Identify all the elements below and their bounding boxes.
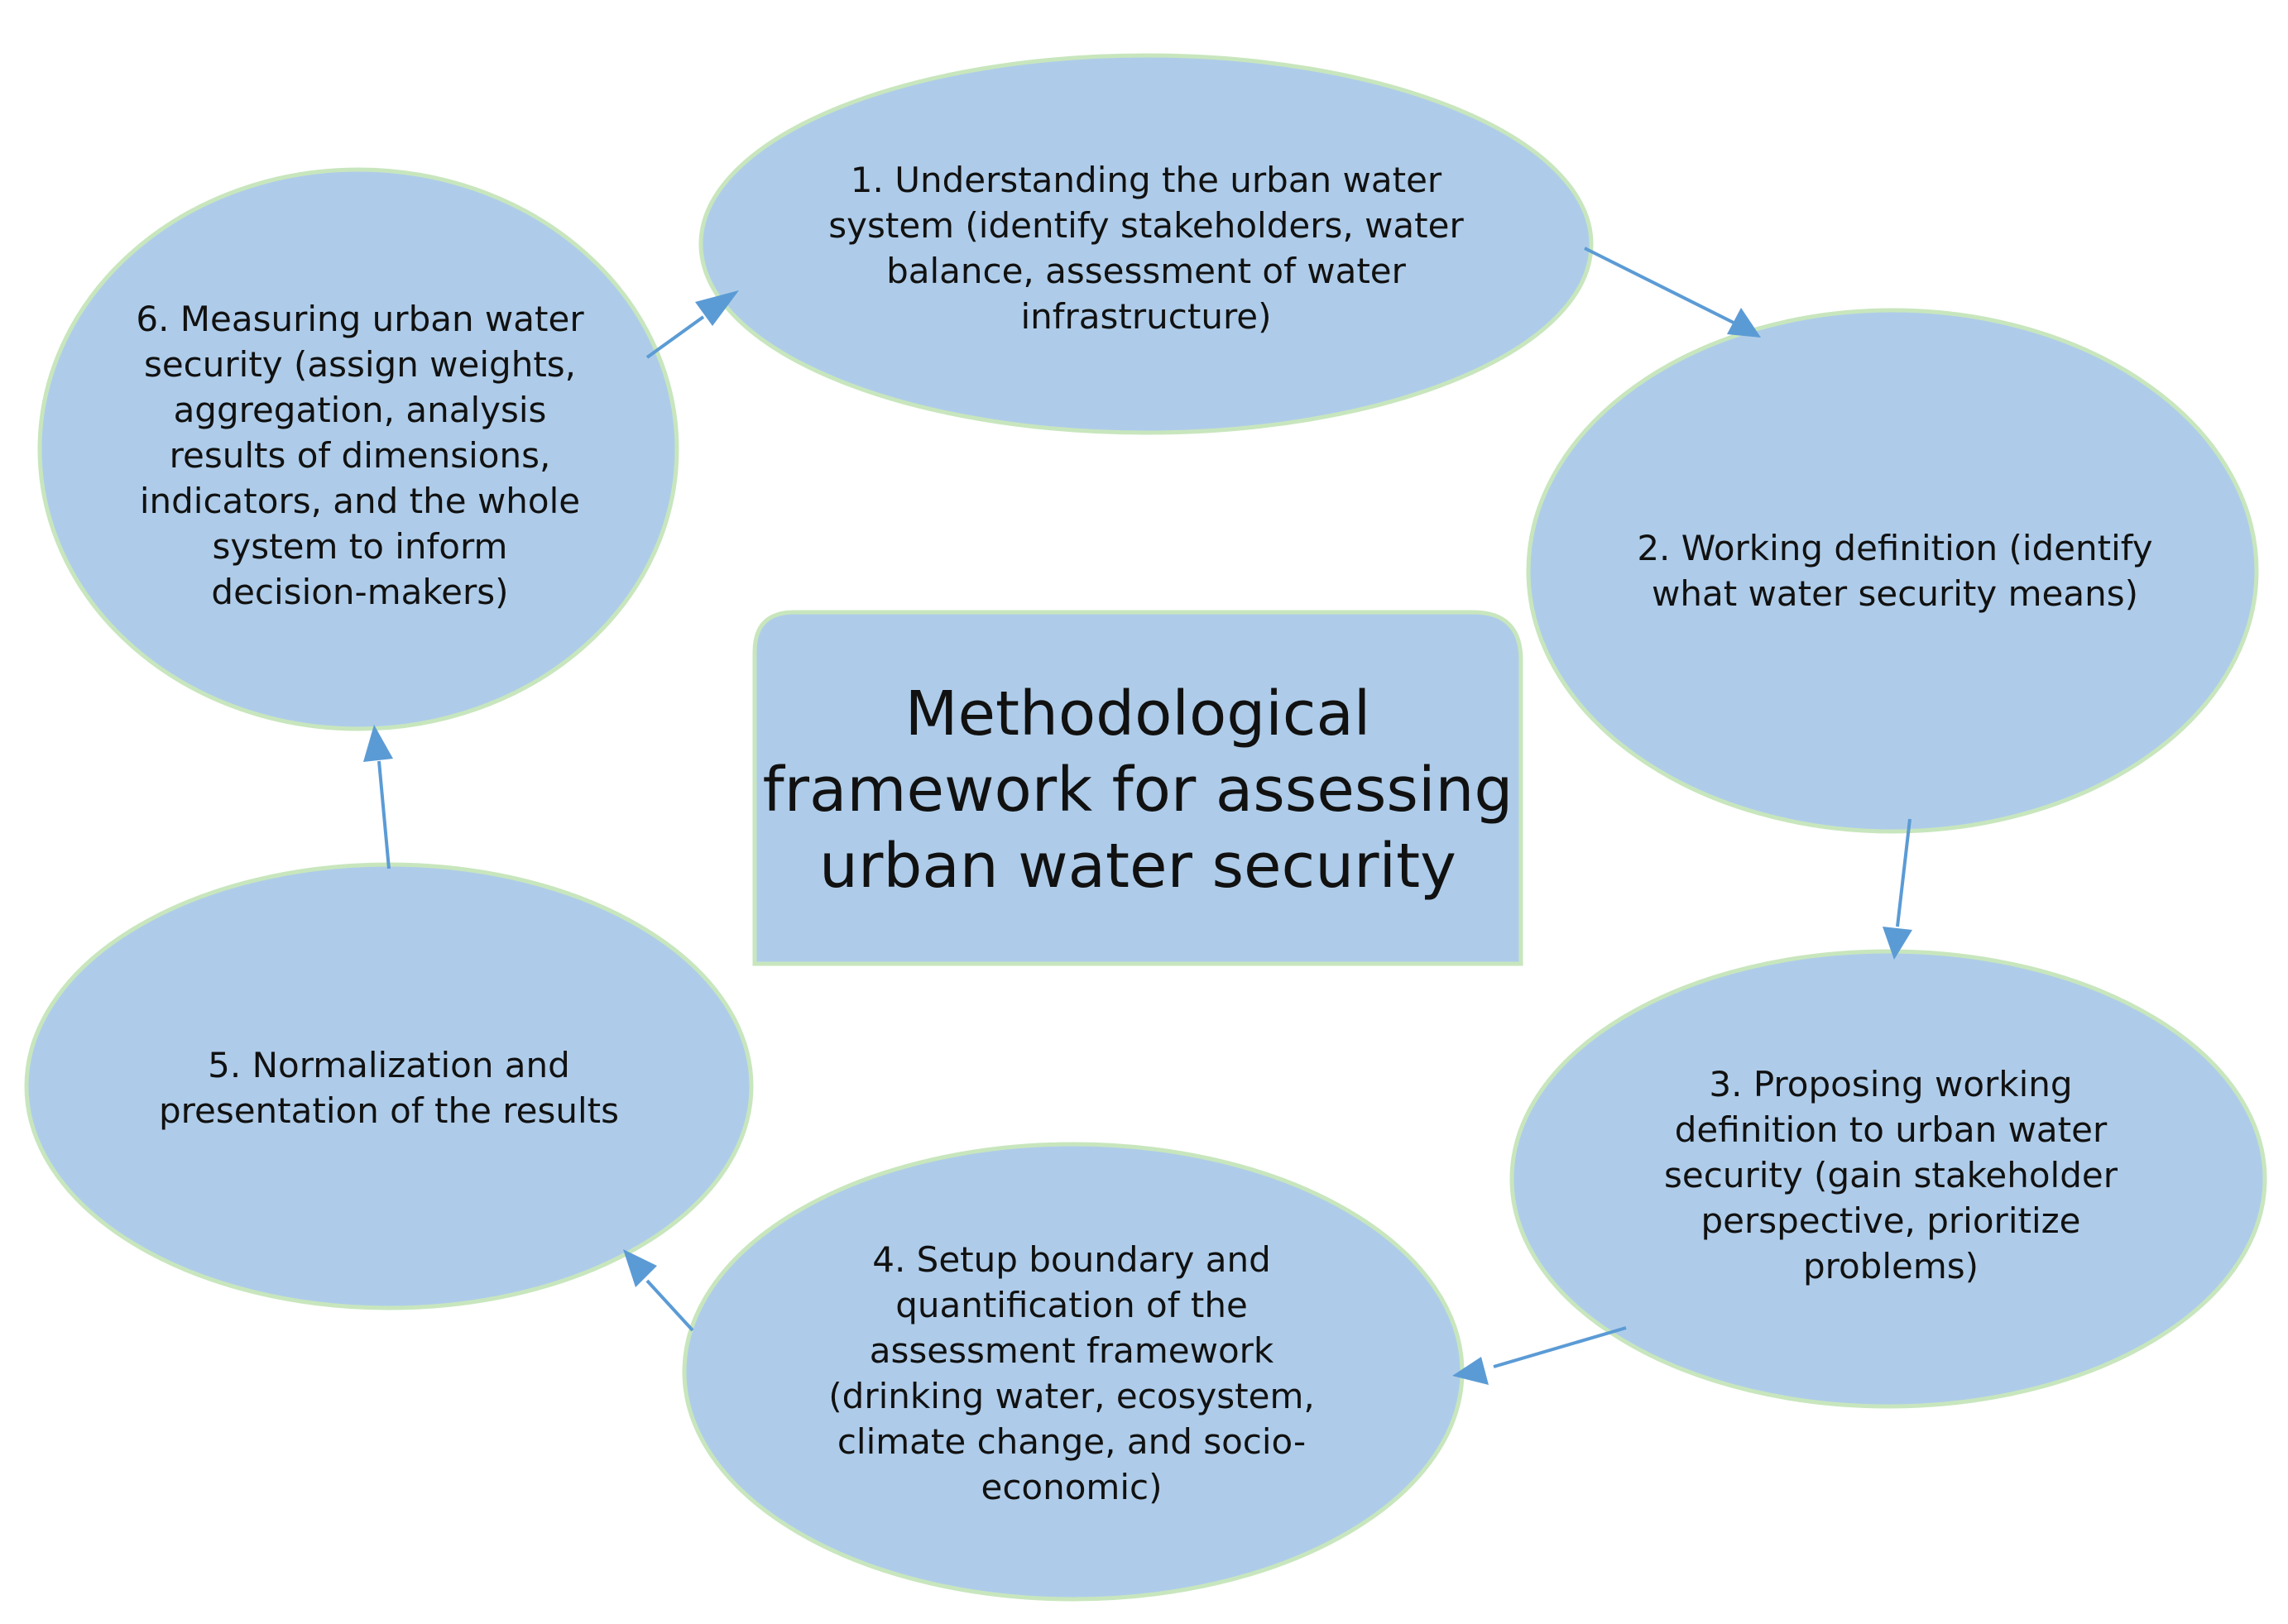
step-3-ellipse [1509, 949, 2267, 1409]
step-6-ellipse [37, 167, 679, 731]
step-1-label: 1. Understanding the urban water system … [828, 160, 1464, 337]
arrow-5-to-6-head [363, 725, 393, 762]
step-4-label: 4. Setup boundary and quantification of … [828, 1239, 1315, 1507]
center-title: Methodological framework for assessing u… [762, 678, 1513, 902]
arrow-3-to-4-head [1452, 1357, 1489, 1385]
arrow-1-to-2-head [1727, 308, 1761, 338]
step-1-ellipse [698, 53, 1594, 435]
arrow-4-to-5-head [623, 1249, 657, 1287]
step-2-ellipse [1526, 308, 2259, 834]
arrow-6-to-1 [645, 315, 705, 359]
arrow-3-to-4 [1493, 1326, 1627, 1368]
arrow-4-to-5 [645, 1279, 694, 1332]
arrow-2-to-3-head [1883, 927, 1912, 960]
arrow-6-to-1-head [695, 290, 739, 326]
step-5-label: 5. Normalization and presentation of the… [158, 1045, 619, 1131]
arrow-5-to-6 [377, 760, 391, 869]
arrow-2-to-3 [1896, 818, 1911, 927]
step-3-label: 3. Proposing working definition to urban… [1664, 1063, 2118, 1286]
arrow-1-to-2 [1584, 247, 1734, 324]
step-2-label: 2. Working definition (identify what wat… [1637, 528, 2153, 614]
center-box [752, 610, 1523, 966]
step-6-label: 6. Measuring urban water security (assig… [136, 298, 584, 612]
